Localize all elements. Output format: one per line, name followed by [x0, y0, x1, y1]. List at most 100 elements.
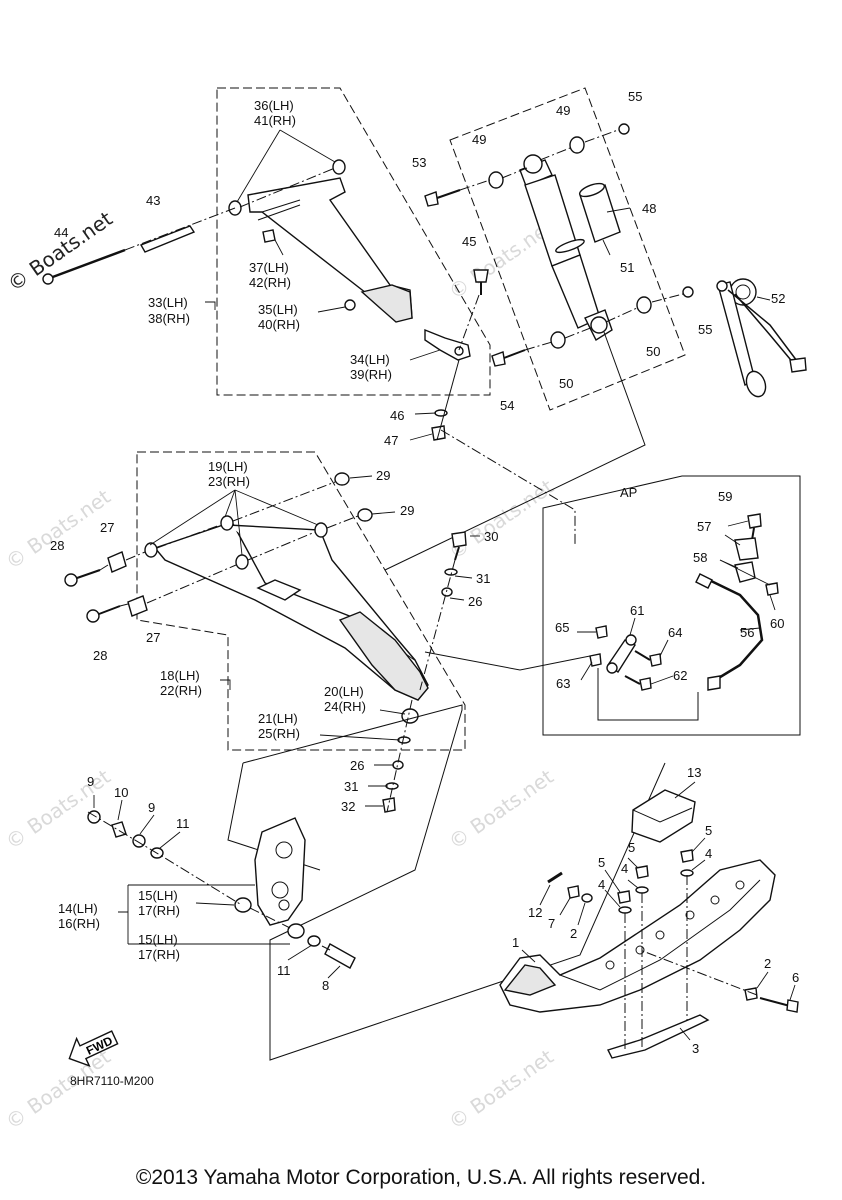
callout-38: 38(RH) — [148, 311, 190, 326]
watermark: © Boats.net — [1, 764, 115, 854]
bolt — [649, 653, 662, 667]
ski-spindle — [254, 817, 306, 926]
callout-27: 27 — [100, 520, 114, 535]
callout-57: 57 — [697, 519, 711, 534]
washer — [618, 123, 630, 135]
nut — [635, 865, 649, 879]
callout-56: 56 — [740, 625, 754, 640]
watermark: © Boats.net — [444, 764, 558, 854]
bushing — [314, 522, 328, 538]
washer — [307, 935, 321, 947]
callout-40: 40(RH) — [258, 317, 300, 332]
callout-7: 7 — [548, 916, 555, 931]
callout-15: 15(LH) — [138, 932, 178, 947]
watermark: © Boats.net — [1, 484, 115, 574]
callout-50: 50 — [559, 376, 573, 391]
ap-label: AP — [620, 485, 637, 500]
bolt — [491, 351, 506, 367]
callout-41: 41(RH) — [254, 113, 296, 128]
ski-group — [499, 781, 799, 1059]
callout-62: 62 — [673, 668, 687, 683]
bolt — [786, 999, 799, 1013]
bolt-head — [86, 609, 100, 623]
ap-box: AP — [424, 475, 801, 736]
callout-26: 26 — [468, 594, 482, 609]
bolt — [451, 531, 467, 548]
pin — [324, 943, 356, 969]
ski — [499, 859, 776, 1013]
callout-44: 44 — [54, 225, 68, 240]
washer — [581, 893, 593, 903]
callout-60: 60 — [770, 616, 784, 631]
nut — [262, 229, 276, 243]
diagram-code: 8HR7110-M200 — [70, 1074, 154, 1088]
callout-20: 20(LH) — [324, 684, 364, 699]
callout-55: 55 — [698, 322, 712, 337]
callout-5: 5 — [598, 855, 605, 870]
callout-17: 17(RH) — [138, 903, 180, 918]
callout-42: 42(RH) — [249, 275, 291, 290]
callout-37: 37(LH) — [249, 260, 289, 275]
nut — [382, 797, 396, 813]
nut — [344, 299, 356, 311]
callout-28: 28 — [93, 648, 107, 663]
callout-23: 23(RH) — [208, 474, 250, 489]
watermark: © Boats.net — [444, 474, 558, 564]
callout-2: 2 — [764, 956, 771, 971]
collar — [111, 821, 127, 838]
bolt — [747, 513, 762, 529]
preload-adjuster — [716, 278, 807, 398]
nut — [567, 885, 580, 899]
nut — [589, 653, 602, 667]
callout-59: 59 — [718, 489, 732, 504]
bushing — [287, 923, 305, 939]
callout-10: 10 — [114, 785, 128, 800]
callout-24: 24(RH) — [324, 699, 366, 714]
bushing — [401, 708, 419, 724]
ball-joint — [424, 328, 471, 361]
bolt — [639, 677, 652, 691]
callout-65: 65 — [555, 620, 569, 635]
callout-48: 48 — [642, 201, 656, 216]
callout-8: 8 — [322, 978, 329, 993]
washer — [618, 906, 632, 914]
callout-4: 4 — [621, 861, 628, 876]
watermarks: © Boats.net © Boats.net © Boats.net © Bo… — [1, 206, 558, 1134]
bushing — [132, 834, 146, 848]
callout-13: 13 — [687, 765, 701, 780]
callout-17: 17(RH) — [138, 947, 180, 962]
shock-bottom-eye — [590, 316, 608, 334]
bushing — [235, 554, 249, 570]
callout-34: 34(LH) — [350, 352, 390, 367]
collar — [334, 472, 350, 486]
boats-net-logo: © Boats.net — [3, 206, 117, 296]
callout-5: 5 — [628, 840, 635, 855]
callout-53: 53 — [412, 155, 426, 170]
callout-3: 3 — [692, 1041, 699, 1056]
watermark: © Boats.net — [1, 1044, 115, 1134]
callout-6: 6 — [792, 970, 799, 985]
bushing — [332, 159, 346, 175]
bushing — [144, 542, 158, 558]
callout-1: 1 — [512, 935, 519, 950]
callout-47: 47 — [384, 433, 398, 448]
callout-4: 4 — [598, 877, 605, 892]
nut — [617, 890, 631, 904]
washer — [682, 286, 694, 298]
callout-58: 58 — [693, 550, 707, 565]
nut — [680, 849, 694, 863]
bolt — [765, 582, 779, 596]
callout-19: 19(LH) — [208, 459, 248, 474]
callout-31: 31 — [344, 779, 358, 794]
watermark: © Boats.net — [444, 1044, 558, 1134]
fwd-arrow-icon — [68, 1030, 119, 1068]
upper-arm-group — [42, 87, 491, 396]
collar — [107, 551, 127, 573]
callout-22: 22(RH) — [160, 683, 202, 698]
callout-16: 16(RH) — [58, 916, 100, 931]
callout-45: 45 — [462, 234, 476, 249]
callout-46: 46 — [390, 408, 404, 423]
callouts: 36(LH) 41(RH) 43 44 37(LH) 42(RH) 33(LH)… — [50, 89, 799, 1056]
callout-55: 55 — [628, 89, 642, 104]
callout-9: 9 — [87, 774, 94, 789]
